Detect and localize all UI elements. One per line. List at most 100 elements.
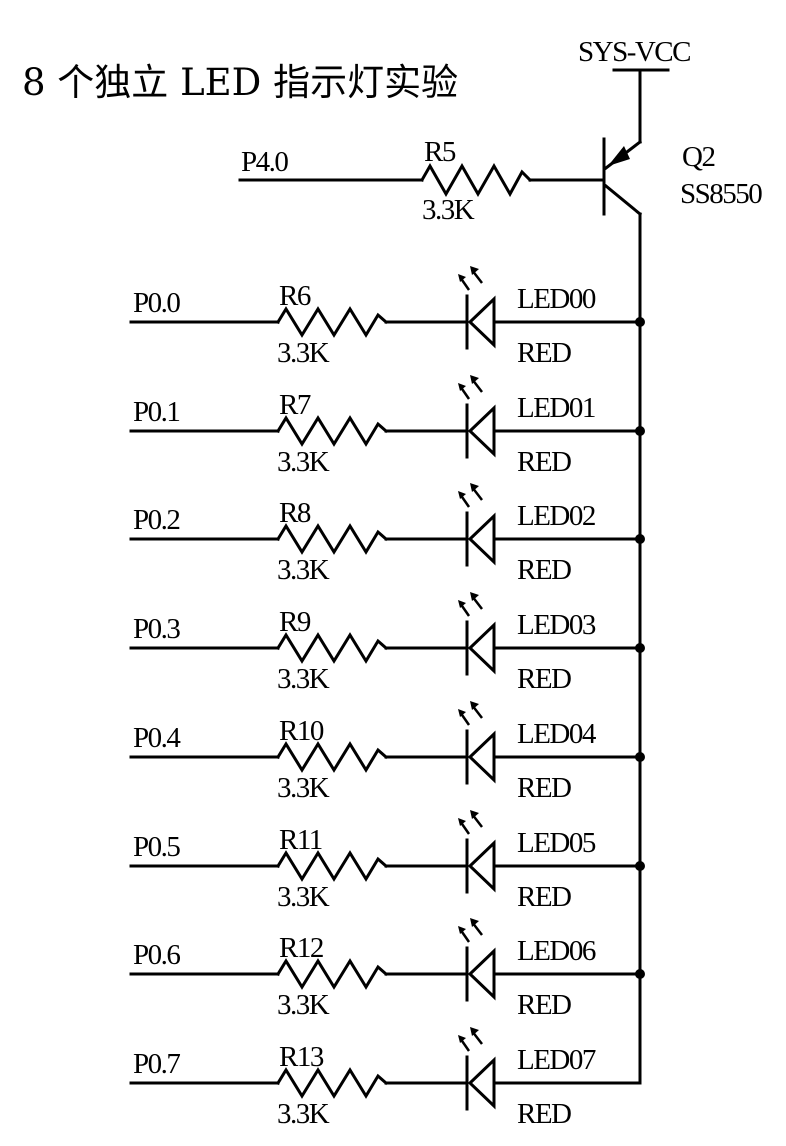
resistor-ref: R10 [279, 715, 324, 747]
led-ref: LED05 [517, 827, 596, 859]
light-arrow-head-icon [470, 1027, 479, 1036]
net-label: P0.6 [133, 939, 180, 971]
resistor-r5-value: 3.3K [422, 194, 475, 226]
led-color: RED [517, 989, 571, 1021]
led-icon [467, 404, 496, 458]
resistor-ref: R7 [279, 389, 311, 421]
junction-dot [635, 534, 645, 544]
resistor-symbol [275, 415, 389, 447]
resistor-value: 3.3K [277, 989, 330, 1021]
light-arrow-head-icon [470, 483, 479, 492]
led-icon [467, 295, 496, 349]
led-ref: LED00 [517, 283, 596, 315]
led-color: RED [517, 772, 571, 804]
transistor-part: SS8550 [680, 178, 762, 210]
led-color: RED [517, 337, 571, 369]
page-title: 8 个独立 LED 指示灯实验 [22, 61, 459, 104]
resistor-symbol [275, 1067, 389, 1099]
light-arrow-head-icon [470, 918, 479, 927]
net-label: P0.1 [133, 396, 179, 428]
light-arrow-head-icon [470, 701, 479, 710]
resistor-ref: R8 [279, 497, 311, 529]
resistor-value: 3.3K [277, 337, 330, 369]
led-icon [467, 947, 496, 1001]
junction-dot [635, 426, 645, 436]
resistor-value: 3.3K [277, 554, 330, 586]
led-ref: LED01 [517, 392, 595, 424]
junction-dot [635, 317, 645, 327]
emitter-arrow-icon [608, 146, 630, 166]
light-arrow-head-icon [470, 375, 479, 384]
junction-dot [635, 969, 645, 979]
led-icon [467, 1056, 496, 1110]
net-label: P0.7 [133, 1048, 180, 1080]
led-icon [467, 512, 496, 566]
led-ref: LED06 [517, 935, 596, 967]
resistor-ref: R13 [279, 1041, 324, 1073]
base-net-label: P4.0 [241, 146, 288, 178]
led-color: RED [517, 446, 571, 478]
net-label: P0.4 [133, 722, 181, 754]
light-arrow-head-icon [470, 266, 479, 275]
supply-label: SYS-VCC [578, 36, 690, 68]
junction-dot [635, 752, 645, 762]
light-arrow-head-icon [458, 1035, 466, 1043]
resistor-symbol [275, 958, 389, 990]
light-arrow-head-icon [470, 810, 479, 819]
light-arrow-head-icon [458, 600, 466, 608]
light-arrow-head-icon [458, 926, 466, 934]
led-color: RED [517, 1098, 571, 1130]
light-arrow-head-icon [458, 818, 466, 826]
resistor-value: 3.3K [277, 772, 330, 804]
light-arrow-head-icon [458, 383, 466, 391]
led-color: RED [517, 554, 571, 586]
resistor-symbol [275, 523, 389, 555]
led-icon [467, 839, 496, 893]
led-ref: LED03 [517, 609, 596, 641]
net-label: P0.2 [133, 504, 179, 536]
resistor-symbol [275, 632, 389, 664]
base-drive: P4.0 R5 3.3K [238, 136, 606, 226]
resistor-ref: R12 [279, 932, 323, 964]
net-label: P0.3 [133, 613, 180, 645]
led-ref: LED02 [517, 500, 595, 532]
light-arrow-head-icon [470, 592, 479, 601]
resistor-value: 3.3K [277, 881, 330, 913]
resistor-r5-ref: R5 [424, 136, 456, 168]
transistor-ref: Q2 [682, 141, 714, 173]
led-icon [467, 621, 496, 675]
led-icon [467, 730, 496, 784]
transistor-q2: Q2 SS8550 [602, 137, 764, 217]
resistor-ref: R9 [279, 606, 311, 638]
led-ref: LED04 [517, 718, 597, 750]
resistor-ref: R6 [279, 280, 311, 312]
resistor-value: 3.3K [277, 1098, 330, 1130]
resistor-r5 [419, 162, 533, 198]
light-arrow-head-icon [458, 491, 466, 499]
led-color: RED [517, 881, 571, 913]
supply-symbol: SYS-VCC [578, 36, 692, 144]
junction-dot [635, 643, 645, 653]
light-arrow-head-icon [458, 274, 466, 282]
junction-dot [635, 861, 645, 871]
led-ref: LED07 [517, 1044, 596, 1076]
resistor-symbol [275, 741, 389, 773]
net-label: P0.5 [133, 831, 180, 863]
led-color: RED [517, 663, 571, 695]
net-label: P0.0 [133, 287, 180, 319]
light-arrow-head-icon [458, 709, 466, 717]
resistor-symbol [275, 850, 389, 882]
resistor-value: 3.3K [277, 446, 330, 478]
resistor-symbol [275, 306, 389, 338]
transistor-collector-leg [603, 183, 643, 217]
resistor-value: 3.3K [277, 663, 330, 695]
